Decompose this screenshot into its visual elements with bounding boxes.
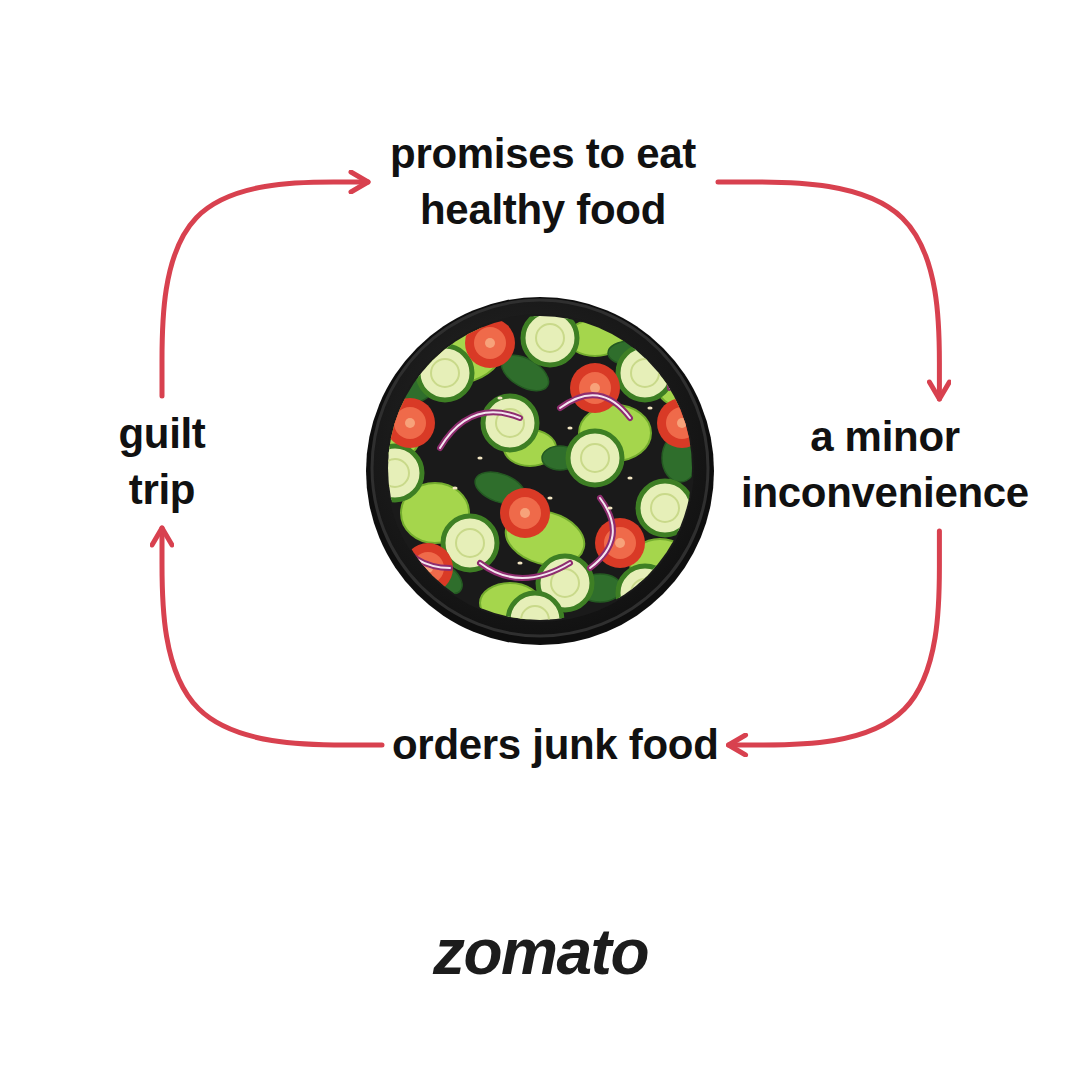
sesame-seed-part <box>607 506 612 509</box>
cucumber-slice-part-part <box>521 606 549 634</box>
cucumber-slice-part-part <box>618 346 672 400</box>
tomato-slice-part-part <box>485 338 495 348</box>
tomato-slice-part-part <box>474 327 506 359</box>
onion-ring-part <box>440 412 520 448</box>
cucumber-slice-part-part <box>456 529 484 557</box>
sesame-seed-part <box>452 486 457 489</box>
sesame-seed-part <box>567 426 572 429</box>
tomato-slice-part <box>570 363 620 413</box>
tomato-slice-part-part <box>520 508 530 518</box>
onion-ring-part <box>440 412 520 448</box>
tomato-slice-part-part <box>657 398 707 448</box>
sesame-seed-part <box>627 476 632 479</box>
cucumber-slice-part <box>483 396 537 450</box>
tomato-slice-part <box>465 318 515 368</box>
cucumber-slice-part <box>568 431 622 485</box>
onion-ring-part <box>560 395 630 418</box>
sesame-seed-part <box>497 396 502 399</box>
onion-ring-part <box>590 498 613 568</box>
cucumber-slice-part-part <box>638 481 692 535</box>
tomato-slice-part-part <box>570 363 620 413</box>
cucumber-slice-part-part <box>523 311 577 365</box>
cycle-arrow <box>718 182 939 399</box>
tomato-slice-part-part <box>405 418 415 428</box>
cucumber-slice-part <box>368 446 422 500</box>
onion-ring-part <box>560 395 630 418</box>
cycle-step: orders junk food <box>382 707 729 783</box>
tomato-slice-part-part <box>677 418 687 428</box>
cucumber-slice-part-part <box>568 431 622 485</box>
cucumber-slice-part <box>618 566 672 620</box>
tomato-slice-part-part <box>385 398 435 448</box>
cucumber-slice-part-part <box>483 396 537 450</box>
onion-ring <box>390 328 670 578</box>
tomato-slice-part-part <box>509 497 541 529</box>
onion-ring-part <box>480 563 570 578</box>
onion-ring-part <box>590 498 613 568</box>
salad <box>368 311 707 647</box>
tomato-slice-part <box>500 488 550 538</box>
onion-ring-part <box>390 528 450 568</box>
cycle-step: a minor inconvenience <box>725 399 1045 531</box>
cucumber-slice-part-part <box>431 359 459 387</box>
cucumber-slice-part-part <box>368 446 422 500</box>
tomato-slice-part-part <box>500 488 550 538</box>
step-text: guilt trip <box>107 406 217 518</box>
cucumber-slice-part-part <box>508 593 562 647</box>
cucumber-slice-part-part <box>651 494 679 522</box>
tomato-slice-part-part <box>394 407 426 439</box>
step-text: a minor inconvenience <box>735 409 1035 521</box>
onion-ring-part <box>480 563 570 578</box>
cycle-step: promises to eat healthy food <box>368 116 718 248</box>
cucumber-slice-part-part <box>631 359 659 387</box>
sesame-seed-part <box>477 456 482 459</box>
cucumber-slice-part-part <box>536 324 564 352</box>
cycle-arrow <box>729 531 940 745</box>
cycle-arrow <box>162 182 368 396</box>
cucumber-slice-part-part <box>631 579 659 607</box>
sesame-seed-part <box>547 496 552 499</box>
tomato-slice-part-part <box>615 538 625 548</box>
cucumber-slice-part <box>523 311 577 365</box>
onion-ring-part <box>640 328 670 388</box>
tomato-slice-part-part <box>666 407 698 439</box>
cycle-arrow <box>162 528 382 745</box>
cycle-step: guilt trip <box>97 396 227 528</box>
salad-part <box>368 311 707 647</box>
step-text: orders junk food <box>392 717 719 773</box>
sesame-seed-part <box>417 356 422 359</box>
tomato-slice <box>385 318 707 593</box>
cucumber-slice-part-part <box>618 566 672 620</box>
sesame-seed-part <box>647 406 652 409</box>
tomato-slice-part-part <box>590 383 600 393</box>
step-text: promises to eat healthy food <box>378 126 708 238</box>
tomato-slice-part-part <box>465 318 515 368</box>
onion-ring-part <box>640 328 670 388</box>
tomato-slice-part <box>657 398 707 448</box>
brand-logo: zomato <box>433 916 648 988</box>
cucumber-slice-part <box>418 346 472 400</box>
cucumber-slice-part <box>618 346 672 400</box>
cucumber-slice-part <box>638 481 692 535</box>
onion-ring-part <box>390 528 450 568</box>
sesame-seed <box>417 356 652 564</box>
cucumber-slice-part-part <box>381 459 409 487</box>
sesame-seed-part <box>517 561 522 564</box>
cucumber-slice-part-part <box>581 444 609 472</box>
cucumber-slice <box>368 311 692 647</box>
tomato-slice-part <box>385 398 435 448</box>
cucumber-slice-part-part <box>418 346 472 400</box>
cucumber-slice-part <box>508 593 562 647</box>
